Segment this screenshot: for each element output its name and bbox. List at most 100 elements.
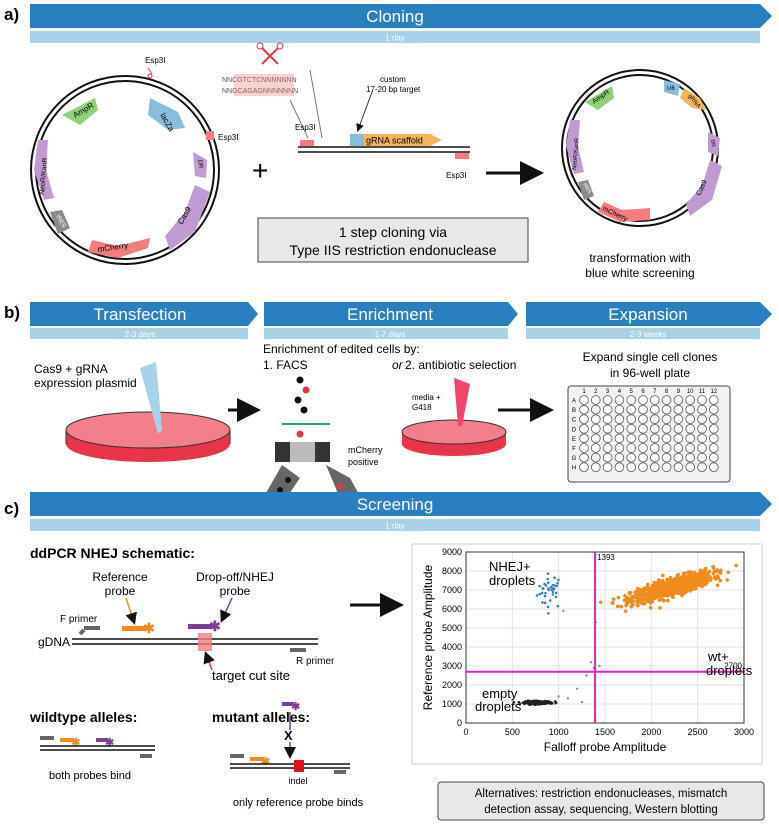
plate-well bbox=[661, 452, 672, 463]
f-primer-label: F primer bbox=[60, 614, 98, 625]
plate-well bbox=[638, 423, 648, 434]
droplet-point bbox=[687, 572, 691, 577]
plate-col-label: 11 bbox=[699, 389, 706, 395]
esp3i-insert-right-label: Esp3I bbox=[446, 171, 466, 180]
y-tick-label: 8000 bbox=[442, 566, 462, 576]
panel-a-label: a) bbox=[4, 5, 19, 24]
droplet-point bbox=[541, 587, 544, 590]
esp3i-site-right bbox=[206, 131, 214, 140]
droplet-point bbox=[663, 587, 668, 591]
target-label: target cut site bbox=[212, 668, 290, 683]
plate-well bbox=[590, 443, 601, 453]
scissors-icon bbox=[147, 67, 153, 79]
plate-well bbox=[614, 423, 625, 434]
droplet-point bbox=[688, 578, 693, 583]
droplet-point bbox=[658, 606, 662, 610]
panel-c-label: c) bbox=[4, 499, 19, 518]
ires-label-final: IRES bbox=[581, 182, 592, 196]
grna-scaffold-label: gRNA scaffold bbox=[366, 136, 423, 146]
wt-title: wildtype alleles: bbox=[29, 709, 137, 725]
droplet-point bbox=[598, 600, 603, 605]
plate-well bbox=[614, 443, 625, 453]
plus-sign: + bbox=[252, 155, 268, 186]
droplet-point bbox=[551, 583, 555, 587]
droplet-point bbox=[676, 572, 680, 577]
droplet-point bbox=[660, 584, 665, 589]
droplet-point bbox=[680, 593, 684, 598]
dr-element-final bbox=[708, 132, 720, 156]
plate-well bbox=[579, 462, 589, 473]
cloning-banner bbox=[30, 4, 772, 28]
plate-well bbox=[685, 443, 695, 453]
selection-dish bbox=[401, 419, 507, 456]
lacz-gene bbox=[148, 98, 185, 130]
droplet-point bbox=[544, 700, 547, 704]
media-label-2: G418 bbox=[412, 403, 432, 412]
enrichment-text-2a: 1. FACS bbox=[263, 358, 308, 372]
y-axis-label: Reference probe Amplitude bbox=[421, 564, 435, 710]
plate-col-label: 7 bbox=[653, 389, 657, 395]
cluster-annotation: droplets bbox=[706, 663, 753, 678]
droplet-point bbox=[630, 594, 634, 599]
alternatives-box bbox=[437, 781, 765, 821]
expansion-title: Expansion bbox=[608, 305, 687, 324]
transfection-title: Transfection bbox=[94, 305, 187, 324]
plate-well bbox=[708, 395, 719, 405]
droplet-point bbox=[691, 584, 696, 588]
droplet-point bbox=[682, 585, 686, 589]
droplet-point bbox=[675, 585, 679, 589]
plate-well bbox=[661, 404, 672, 415]
droplet-point bbox=[640, 601, 645, 606]
plate-well bbox=[708, 423, 719, 434]
droplet-point bbox=[684, 581, 689, 586]
plate-well bbox=[590, 414, 601, 425]
plate-col-label: 12 bbox=[710, 389, 717, 395]
droplet-point bbox=[674, 588, 678, 593]
cas9-gene bbox=[165, 185, 210, 250]
plate-well bbox=[614, 462, 625, 473]
plate-well bbox=[697, 414, 707, 425]
x-tick-label: 2000 bbox=[641, 727, 661, 737]
plate-well bbox=[685, 462, 695, 473]
plate-well bbox=[649, 404, 660, 415]
plate-well bbox=[661, 433, 672, 444]
transfection-duration: 2-3 days bbox=[125, 330, 156, 339]
droplet-point bbox=[566, 697, 570, 700]
droplet-point bbox=[541, 601, 544, 604]
plate-well bbox=[602, 462, 613, 473]
droplet-point bbox=[652, 583, 657, 588]
droplet-point bbox=[554, 701, 558, 705]
plate-well bbox=[626, 462, 636, 473]
y-tick-label: 5000 bbox=[442, 623, 462, 633]
droplet-point bbox=[544, 591, 547, 595]
gdna-label: gDNA bbox=[38, 635, 70, 649]
plate-well bbox=[673, 404, 684, 415]
droplet-point bbox=[661, 588, 665, 593]
plate-well bbox=[638, 414, 648, 425]
enrichment-duration-bar bbox=[264, 328, 508, 339]
droplet-point bbox=[653, 595, 658, 600]
droplet-point bbox=[704, 581, 708, 585]
droplet-point bbox=[556, 581, 559, 585]
esp3i-right-label: Esp3I bbox=[218, 133, 238, 142]
droplet-point bbox=[640, 591, 644, 596]
dr-element bbox=[193, 152, 207, 178]
mcherry-gene-final bbox=[598, 202, 650, 222]
y-tick-label: 4000 bbox=[442, 642, 462, 652]
wt-allele-diagram: ✱ ✱ bbox=[40, 736, 155, 758]
plate-well bbox=[708, 452, 719, 463]
expansion-banner bbox=[526, 302, 772, 326]
plate-row-label: D bbox=[572, 427, 577, 433]
plate-well bbox=[626, 404, 636, 415]
droplet-point bbox=[615, 604, 620, 609]
droplet-point bbox=[711, 571, 716, 576]
plate-well bbox=[602, 395, 613, 405]
mutant-allele-diagram: ✱ X ✱ bbox=[230, 701, 350, 774]
x-tick-label: 3000 bbox=[734, 727, 754, 737]
ampr-gene bbox=[62, 98, 98, 125]
cloning-method-line-1: 1 step cloning via bbox=[339, 224, 447, 240]
droplet-point bbox=[715, 583, 720, 588]
y-tick-label: 6000 bbox=[442, 604, 462, 614]
plate-well bbox=[697, 443, 707, 453]
plate-well bbox=[697, 423, 707, 434]
